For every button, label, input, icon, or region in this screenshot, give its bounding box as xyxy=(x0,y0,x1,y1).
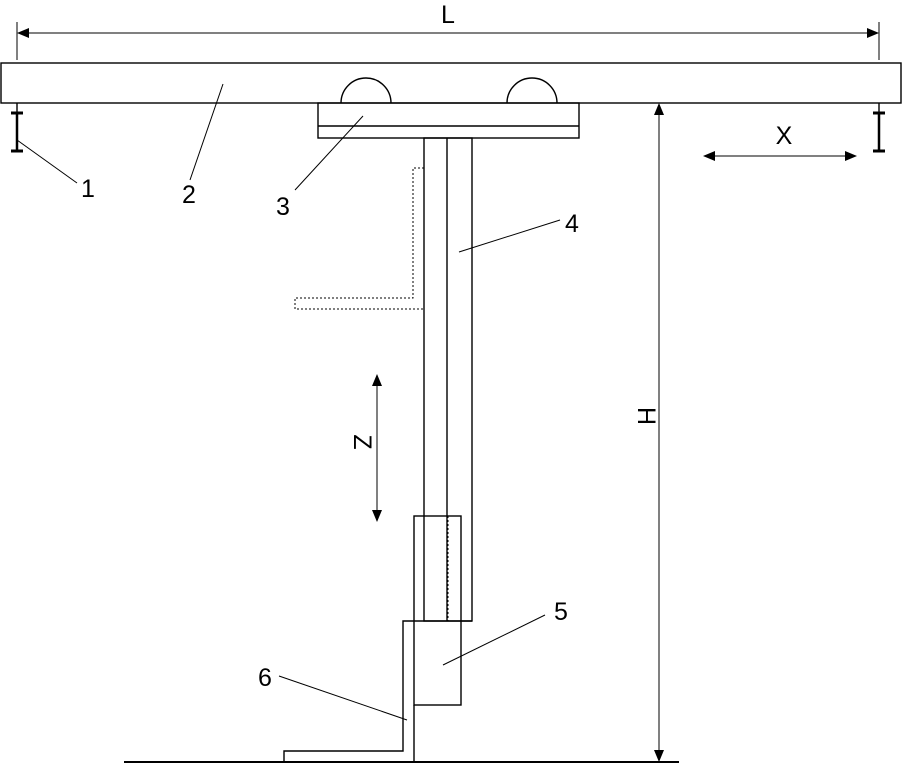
gripper-l-profile xyxy=(283,620,414,762)
leader-1 xyxy=(16,139,78,184)
height-label: H xyxy=(632,407,660,425)
dotted-bracket xyxy=(294,167,424,310)
callout-1: 1 xyxy=(81,175,95,203)
slider-hidden-column xyxy=(423,515,449,622)
z-motion-arrow: Z xyxy=(348,374,382,522)
callout-5: 5 xyxy=(554,598,568,626)
gantry-beam xyxy=(0,62,902,104)
leader-2 xyxy=(189,83,224,181)
span-dimension: L xyxy=(16,1,880,60)
slider-body xyxy=(413,515,462,706)
leader-6 xyxy=(278,675,408,721)
callout-2: 2 xyxy=(182,181,196,209)
carriage-block xyxy=(317,102,580,139)
carriage-wheel-right xyxy=(506,77,558,104)
carriage-wheel-left xyxy=(340,77,392,104)
carriage xyxy=(317,77,580,139)
callout-3: 3 xyxy=(276,193,290,221)
callout-4: 4 xyxy=(565,210,579,238)
gripper-foot xyxy=(283,620,415,762)
x-motion-arrow: X xyxy=(703,122,857,161)
callout-6: 6 xyxy=(258,664,272,692)
slider-block xyxy=(413,515,472,706)
height-dimension: H xyxy=(632,103,664,762)
span-label: L xyxy=(441,1,455,29)
leader-4 xyxy=(458,219,561,253)
z-motion-label: Z xyxy=(348,434,376,449)
x-motion-label: X xyxy=(776,122,793,150)
right-rail-support xyxy=(873,103,885,153)
left-rail-support xyxy=(11,103,23,153)
leader-5 xyxy=(442,614,546,666)
leader-3 xyxy=(294,115,364,191)
